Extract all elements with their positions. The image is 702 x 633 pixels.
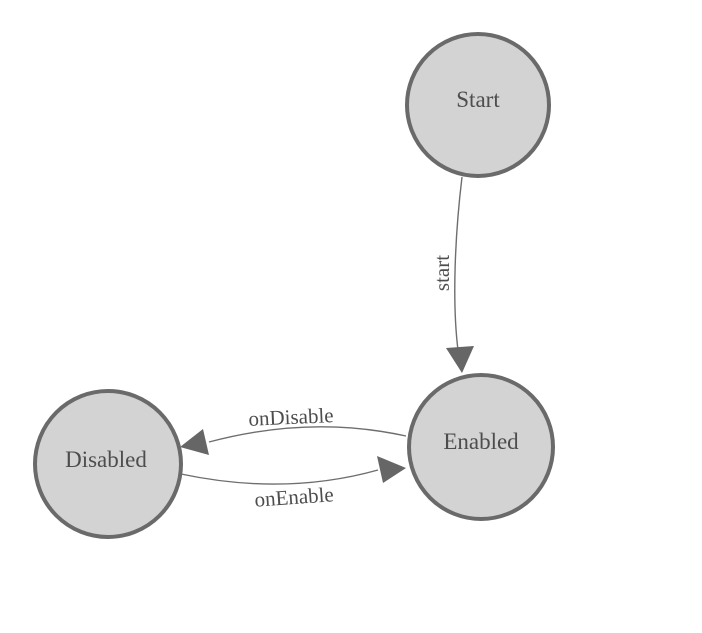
state-node-enabled: Enabled <box>407 373 555 521</box>
arrowhead-icon <box>180 429 209 455</box>
state-label-start: Start <box>456 87 500 112</box>
state-circle-disabled <box>33 389 183 539</box>
edge-line-ondisable <box>208 426 407 443</box>
edge-line-onenable <box>180 469 379 485</box>
edge-label-ondisable: onDisable <box>248 403 334 431</box>
arrowhead-icon <box>446 346 474 373</box>
state-circle-enabled <box>407 373 555 521</box>
transition-start-to-enabled: start <box>430 176 474 373</box>
edge-label-start: start <box>430 255 454 291</box>
state-circle-start <box>405 32 551 178</box>
edge-label-onenable: onEnable <box>254 482 335 511</box>
arrowhead-icon <box>377 456 406 483</box>
transition-disabled-to-enabled: onEnable <box>180 456 406 512</box>
state-label-disabled: Disabled <box>65 447 147 472</box>
edge-line-start <box>454 176 463 351</box>
state-node-start: Start <box>405 32 551 178</box>
transition-enabled-to-disabled: onDisable <box>180 403 407 455</box>
state-label-enabled: Enabled <box>443 429 519 454</box>
state-node-disabled: Disabled <box>33 389 183 539</box>
